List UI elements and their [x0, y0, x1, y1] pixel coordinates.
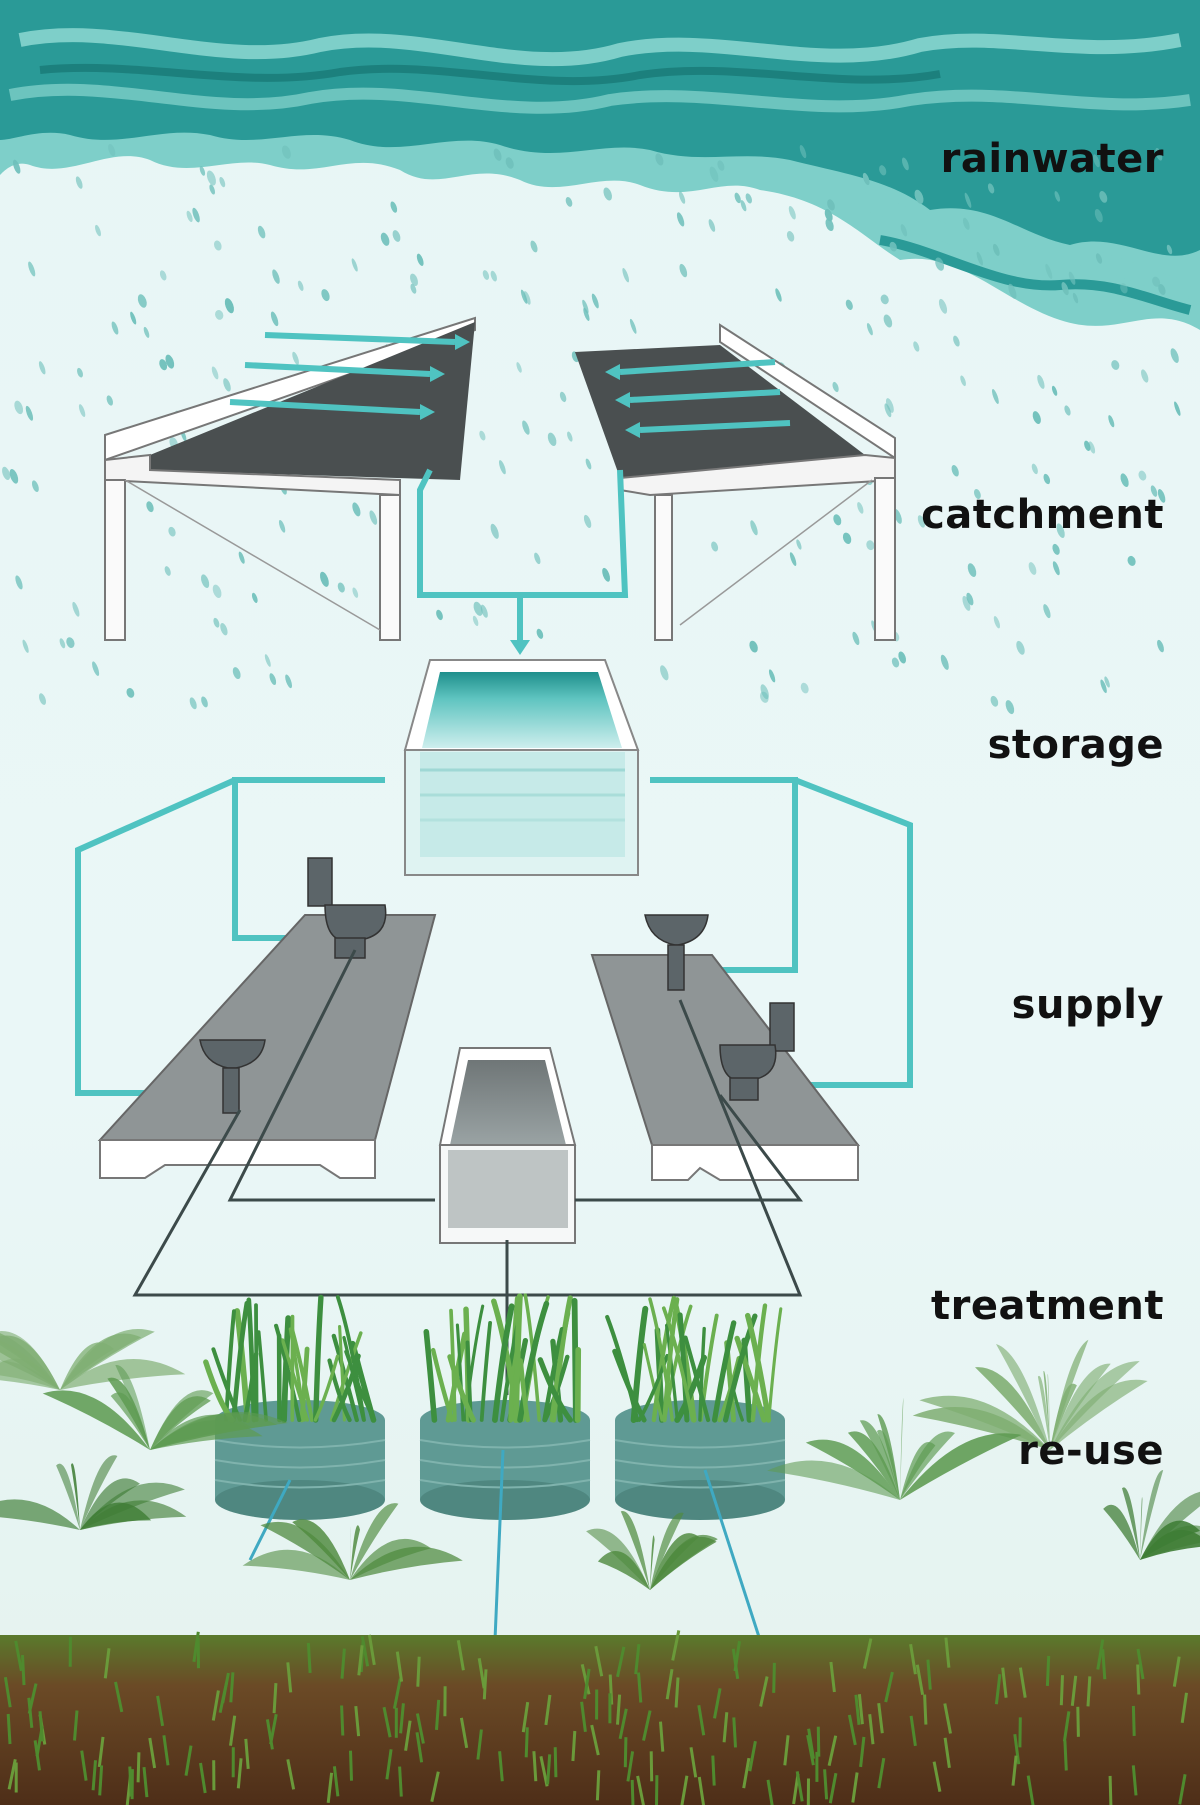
label-catchment: catchment — [921, 492, 1164, 538]
sink-icon — [644, 914, 709, 991]
rain-drops — [2, 143, 1181, 715]
soil-bed — [0, 1630, 1200, 1805]
treatment-tank — [438, 1047, 577, 1244]
toilet-icon — [719, 1002, 795, 1101]
reuse-lines — [248, 1449, 762, 1641]
tree-icon — [0, 1328, 1200, 1590]
label-storage: storage — [987, 722, 1164, 768]
reed-plants — [203, 1293, 783, 1423]
sink-icon — [199, 1039, 266, 1114]
label-treatment: treatment — [931, 1283, 1164, 1329]
tank-icon — [403, 659, 640, 876]
downpipe-lines — [417, 468, 629, 655]
left-slab — [97, 914, 437, 1179]
label-supply: supply — [1011, 982, 1164, 1028]
label-reuse: re-use — [1018, 1428, 1164, 1474]
cloud-icon — [0, 0, 1200, 330]
label-rainwater: rainwater — [940, 136, 1164, 182]
roof-icon — [104, 316, 896, 641]
toilet-icon — [307, 857, 387, 959]
